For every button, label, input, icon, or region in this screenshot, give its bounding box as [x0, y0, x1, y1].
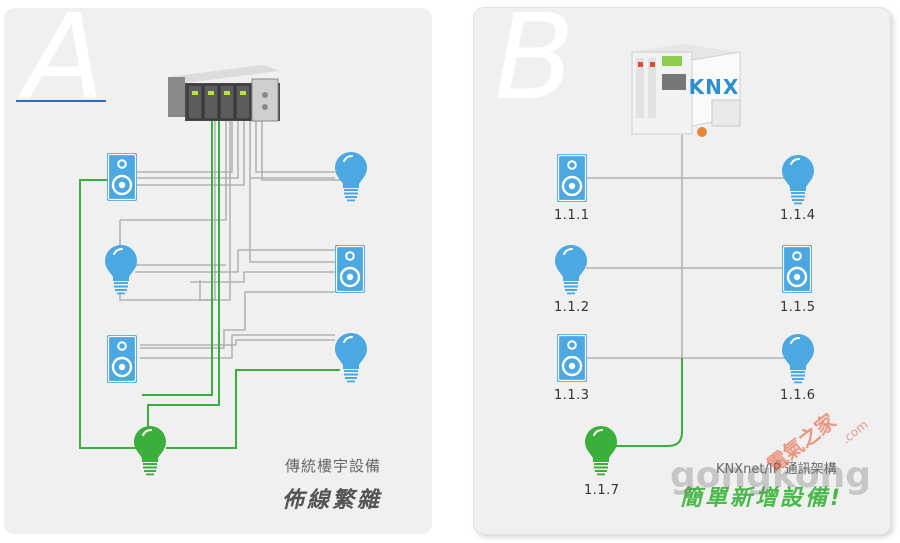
light-bulb-icon — [554, 244, 588, 296]
device-address: 1.1.7 — [584, 483, 620, 498]
device-address: 1.1.4 — [780, 208, 816, 223]
knx-logo: KNX — [689, 75, 740, 99]
device-address: 1.1.6 — [780, 388, 816, 403]
device-address: 1.1.2 — [554, 300, 590, 315]
panel-a-letter-underline — [16, 100, 106, 102]
device-address: 1.1.1 — [554, 208, 590, 223]
caption-traditional-equipment: 傳統樓宇設備 — [285, 457, 382, 475]
light-bulb-icon — [334, 151, 368, 203]
speaker-icon — [555, 332, 589, 384]
speaker-icon — [555, 152, 589, 204]
panel-a-green-wires — [79, 118, 340, 449]
knx-controller-icon: KNX — [631, 44, 741, 137]
light-bulb-icon — [584, 425, 618, 477]
caption-easy-add-devices: 簡單新增設備! — [680, 486, 844, 511]
panel-b-bus-wires — [586, 135, 790, 430]
panel-a-gray-wires — [119, 118, 345, 359]
panel-a-letter: A — [24, 0, 105, 126]
panel-b-green-wire — [612, 358, 683, 447]
caption-complex-wiring: 佈線繁雜 — [282, 488, 383, 513]
device-address: 1.1.5 — [780, 300, 816, 315]
panel-b-letter: B — [494, 0, 575, 126]
light-bulb-icon — [781, 333, 815, 385]
speaker-icon — [105, 151, 139, 203]
light-bulb-icon — [104, 244, 138, 296]
light-bulb-icon — [781, 154, 815, 206]
caption-knx-architecture: KNXnet/IP 通訊架構 — [716, 462, 837, 477]
light-bulb-icon — [133, 425, 167, 477]
watermark-text: gongkong — [670, 455, 872, 496]
speaker-icon — [105, 333, 139, 385]
device-address: 1.1.3 — [554, 388, 590, 403]
light-bulb-icon — [334, 332, 368, 384]
speaker-icon — [780, 243, 814, 295]
speaker-icon — [333, 243, 367, 295]
plc-controller-icon — [168, 65, 280, 122]
